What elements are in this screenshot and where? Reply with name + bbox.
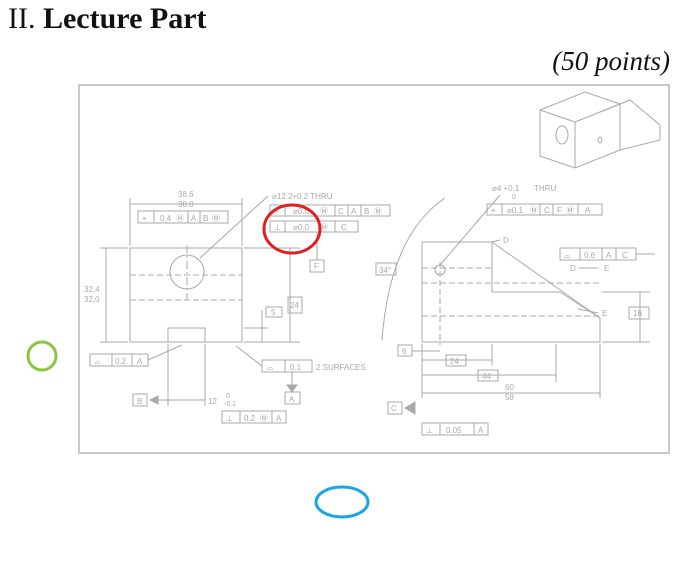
hole-fcf2-mod: Ⓜ bbox=[320, 223, 328, 232]
blue-ellipse-marker[interactable] bbox=[314, 485, 370, 519]
front-height-upper: 32.4 bbox=[84, 285, 100, 294]
surfaces-fcf-tol: 0.1 bbox=[290, 363, 302, 372]
section-heading: II. Lecture Part bbox=[8, 2, 207, 36]
hole-fcf2-symbol: ⊥ bbox=[274, 223, 281, 232]
side-perp-fcf-tol: 0.05 bbox=[446, 426, 462, 435]
small-hole-tol: 0 bbox=[512, 194, 516, 201]
surfaces-fcf-symbol: ⌓ bbox=[267, 363, 274, 372]
datum-a: A bbox=[289, 395, 295, 404]
hole-fcf2-datum-c: C bbox=[341, 223, 347, 232]
small-hole-fcf-mod-f: Ⓜ bbox=[566, 206, 574, 215]
small-hole-fcf-mod: Ⓜ bbox=[530, 206, 538, 215]
small-hole-fcf-datum-a: A bbox=[585, 206, 591, 215]
slot-tol-lower: -0.1 bbox=[224, 401, 236, 408]
hole-fcf1-symbol: ⌖ bbox=[274, 207, 279, 216]
side-profile-fcf-tol: 0.6 bbox=[584, 251, 596, 260]
datum-c: C bbox=[391, 404, 397, 413]
perp-fcf-mod: Ⓜ bbox=[260, 414, 268, 423]
front-width-upper: 38.6 bbox=[178, 190, 194, 199]
section-numeral: II. bbox=[8, 2, 36, 35]
side-perp-fcf-symbol: ⊥ bbox=[426, 426, 433, 435]
technical-drawing-frame bbox=[78, 84, 670, 454]
hole-fcf1-datum-c: C bbox=[338, 207, 344, 216]
small-hole-fcf-datum-f: F bbox=[557, 206, 562, 215]
side-profile-fcf-datum-a: A bbox=[606, 251, 612, 260]
front-profile-fcf-tol: 0.2 bbox=[115, 357, 127, 366]
front-width-lower: 38.0 bbox=[178, 200, 194, 209]
step-left: 6 bbox=[402, 347, 407, 356]
total-width-upper: 60 bbox=[505, 383, 514, 392]
mid-width: 44 bbox=[482, 372, 491, 381]
front-position-fcf-symbol: ⌖ bbox=[142, 214, 147, 223]
hole-fcf1-mod-b: Ⓜ bbox=[374, 207, 382, 216]
small-hole-fcf-datum-c: C bbox=[544, 206, 550, 215]
front-view bbox=[89, 195, 391, 424]
slot-depth: 5 bbox=[271, 308, 276, 317]
small-hole-fcf-tol: ⌀0.1 bbox=[507, 206, 523, 215]
hole-fcf1-datum-b: B bbox=[364, 207, 369, 216]
step-width: 24 bbox=[450, 357, 459, 366]
label-e-upper: E bbox=[604, 264, 609, 273]
small-hole-thru: THRU bbox=[534, 184, 556, 193]
section-title: Lecture Part bbox=[42, 2, 207, 35]
label-d: D bbox=[503, 236, 509, 245]
front-height-lower: 32.0 bbox=[84, 295, 100, 304]
front-position-fcf-mod-b: Ⓜ bbox=[212, 214, 220, 223]
hole-fcf1-tol: ⌀0.0 bbox=[293, 207, 309, 216]
datum-b: B bbox=[137, 397, 142, 406]
slot-tol-upper: 0 bbox=[226, 393, 230, 400]
front-position-fcf-datum-b: B bbox=[203, 214, 208, 223]
front-position-fcf-mod: Ⓜ bbox=[176, 214, 184, 223]
datum-f: F bbox=[314, 262, 319, 271]
side-profile-fcf-datum-c: C bbox=[622, 251, 628, 260]
center-height: 24 bbox=[290, 301, 299, 310]
points-label: (50 points) bbox=[552, 46, 670, 76]
height-right: 16 bbox=[633, 309, 642, 318]
side-perp-fcf-datum: A bbox=[478, 426, 484, 435]
hole-fcf2-tol: ⌀0.0 bbox=[293, 223, 309, 232]
label-e-lower: E bbox=[602, 309, 607, 318]
hole-fcf1-datum-a: A bbox=[351, 207, 357, 216]
front-profile-fcf-symbol: ⌓ bbox=[94, 357, 101, 366]
small-hole-fcf-symbol: ⌖ bbox=[491, 206, 496, 215]
side-view bbox=[375, 194, 655, 436]
hole-fcf1-mod: Ⓜ bbox=[320, 207, 328, 216]
label-d2: D bbox=[570, 264, 576, 273]
front-profile-fcf-datum: A bbox=[137, 357, 143, 366]
perp-fcf-datum: A bbox=[276, 414, 282, 423]
isometric-view bbox=[539, 91, 661, 169]
green-circle-marker[interactable] bbox=[26, 340, 58, 372]
perp-fcf-tol: 0.2 bbox=[244, 414, 256, 423]
total-width-lower: 58 bbox=[505, 393, 514, 402]
surfaces-note: 2 SURFACES bbox=[316, 363, 366, 372]
angle-label: 34° bbox=[379, 266, 391, 275]
side-profile-fcf-symbol: ⌓ bbox=[564, 251, 571, 260]
red-highlight-circle bbox=[262, 203, 322, 255]
front-position-fcf-tol: 0.4 bbox=[160, 214, 172, 223]
front-position-fcf-datum-a: A bbox=[191, 214, 197, 223]
perp-fcf-symbol: ⊥ bbox=[226, 414, 233, 423]
hole-callout: ⌀12.2+0.2 THRU bbox=[272, 192, 333, 201]
slot-width: 12 bbox=[208, 397, 217, 406]
small-hole-callout: ⌀4 +0.1 bbox=[492, 184, 520, 193]
